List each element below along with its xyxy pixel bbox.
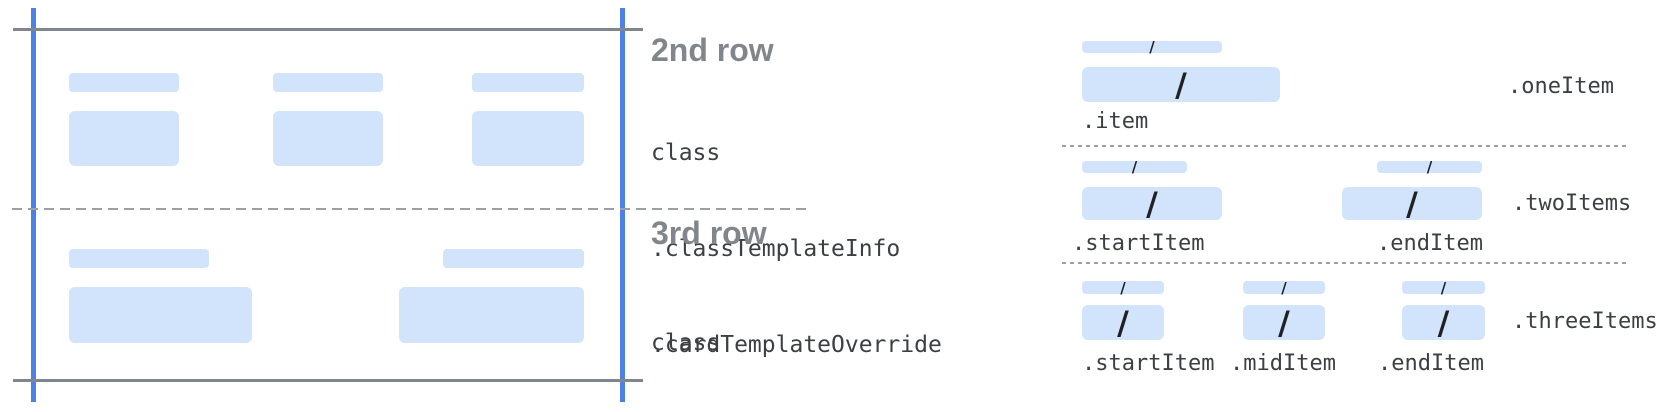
item-value-bar: / xyxy=(1082,305,1164,340)
item-field-label: .startItem xyxy=(1072,231,1205,256)
item-value-bar: / xyxy=(1082,67,1280,102)
template-section-divider xyxy=(1062,145,1630,147)
item-field-label: .midItem xyxy=(1230,351,1336,376)
code-line: .cardTemplateOverride xyxy=(651,332,942,358)
item-label-bar: / xyxy=(1243,280,1325,295)
third-row-heading: 3rd row xyxy=(651,215,767,251)
second-row-code-path: class .classTemplateInfo .cardTemplateOv… xyxy=(651,73,983,412)
item-value-bar: / xyxy=(1082,187,1222,220)
template-name-oneitem: .oneItem xyxy=(1508,74,1614,99)
item-field-label: .endItem xyxy=(1378,351,1484,376)
label-placeholder-bar xyxy=(69,249,209,268)
item-value-bar: / xyxy=(1342,187,1482,220)
third-row-code-path: class .classTemplateInfo .cardTemplateOv… xyxy=(651,263,983,412)
label-placeholder-bar xyxy=(273,73,383,92)
item-label-bar: / xyxy=(1082,160,1187,175)
label-placeholder-bar xyxy=(472,73,584,92)
label-placeholder-bar xyxy=(443,249,584,268)
item-label-bar: / xyxy=(1082,280,1164,295)
code-line: class xyxy=(651,140,721,166)
card-top-frame-line xyxy=(13,28,643,31)
label-placeholder-bar xyxy=(69,73,179,92)
item-label-bar: / xyxy=(1402,280,1485,295)
card-right-guide-line xyxy=(620,8,625,402)
value-placeholder-bar xyxy=(399,287,584,343)
item-value-bar: / xyxy=(1243,305,1325,340)
value-placeholder-bar xyxy=(69,111,179,166)
template-section-divider xyxy=(1062,262,1630,264)
template-name-twoitems: .twoItems xyxy=(1512,191,1632,216)
second-row-heading: 2nd row xyxy=(651,32,774,68)
card-bottom-frame-line xyxy=(13,379,643,382)
code-line: .classTemplateInfo xyxy=(651,236,901,262)
value-placeholder-bar xyxy=(472,111,584,166)
value-placeholder-bar xyxy=(273,111,383,166)
value-placeholder-bar xyxy=(69,287,252,343)
item-field-label: .item xyxy=(1082,109,1149,134)
template-name-threeitems: .threeItems xyxy=(1512,309,1658,334)
item-value-bar: / xyxy=(1402,305,1485,340)
item-label-bar: / xyxy=(1377,160,1482,175)
row-divider-dashed-line xyxy=(12,208,807,210)
item-label-bar: / xyxy=(1082,40,1222,55)
item-field-label: .endItem xyxy=(1377,231,1483,256)
card-left-guide-line xyxy=(31,8,36,402)
code-line: class xyxy=(651,330,721,356)
item-field-label: .startItem xyxy=(1082,351,1215,376)
